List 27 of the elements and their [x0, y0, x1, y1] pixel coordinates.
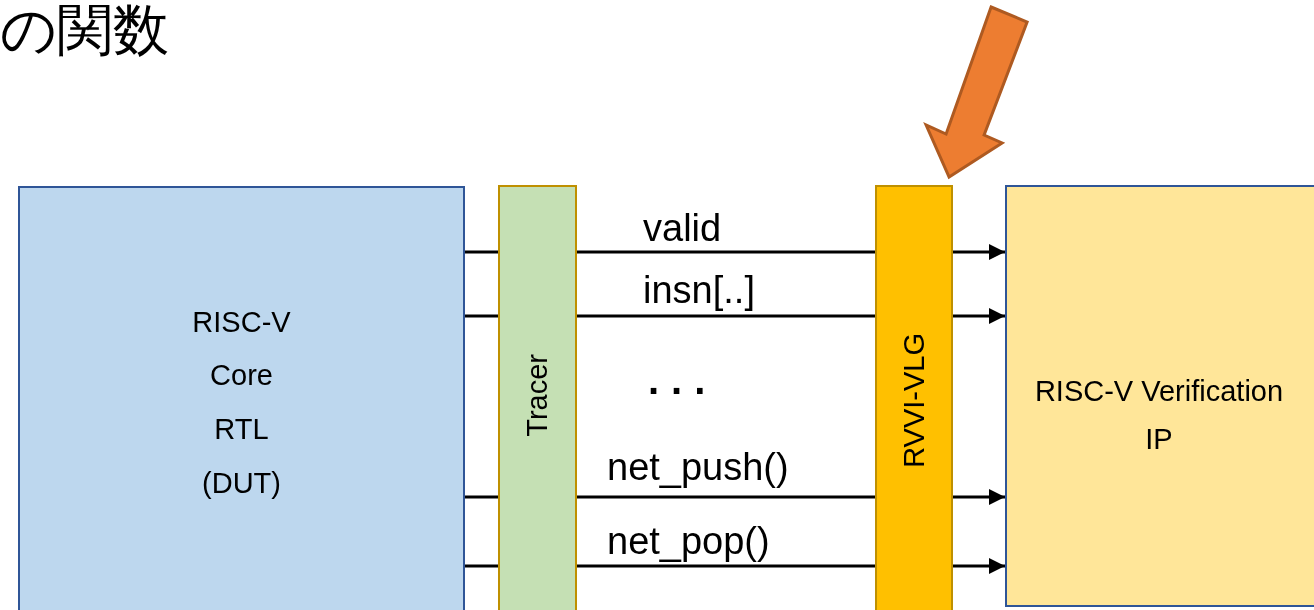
tracer-bar [498, 185, 577, 610]
signal-line [465, 564, 498, 568]
arrow [953, 558, 1005, 574]
box-label: Tracer [523, 353, 552, 437]
signal-line [465, 495, 498, 499]
signal-line [465, 314, 498, 318]
box-label: RVVI-VLG [899, 332, 929, 468]
box-label: RISC-V Verification IP [1034, 374, 1284, 457]
signal-label: net_push() [607, 448, 789, 486]
ellipsis-label: ... [648, 360, 718, 400]
verification-ip-box [1005, 185, 1314, 607]
signal-label: valid [643, 209, 722, 247]
core-box [18, 186, 465, 610]
arrow [953, 308, 1005, 324]
signal-line [577, 314, 875, 318]
arrow [953, 244, 1005, 260]
signal-line [577, 250, 875, 254]
box-label: RISC-V Core RTL (DUT) [191, 304, 292, 501]
signal-line [577, 564, 875, 568]
adapter-bar [875, 185, 953, 610]
signal-line [465, 250, 498, 254]
signal-line [577, 495, 875, 499]
signal-label: insn[..] [643, 271, 755, 309]
arrow [953, 489, 1005, 505]
signal-label: net_pop() [607, 522, 770, 560]
heading: の関数 [0, 2, 169, 58]
block-arrow [923, 5, 1029, 180]
